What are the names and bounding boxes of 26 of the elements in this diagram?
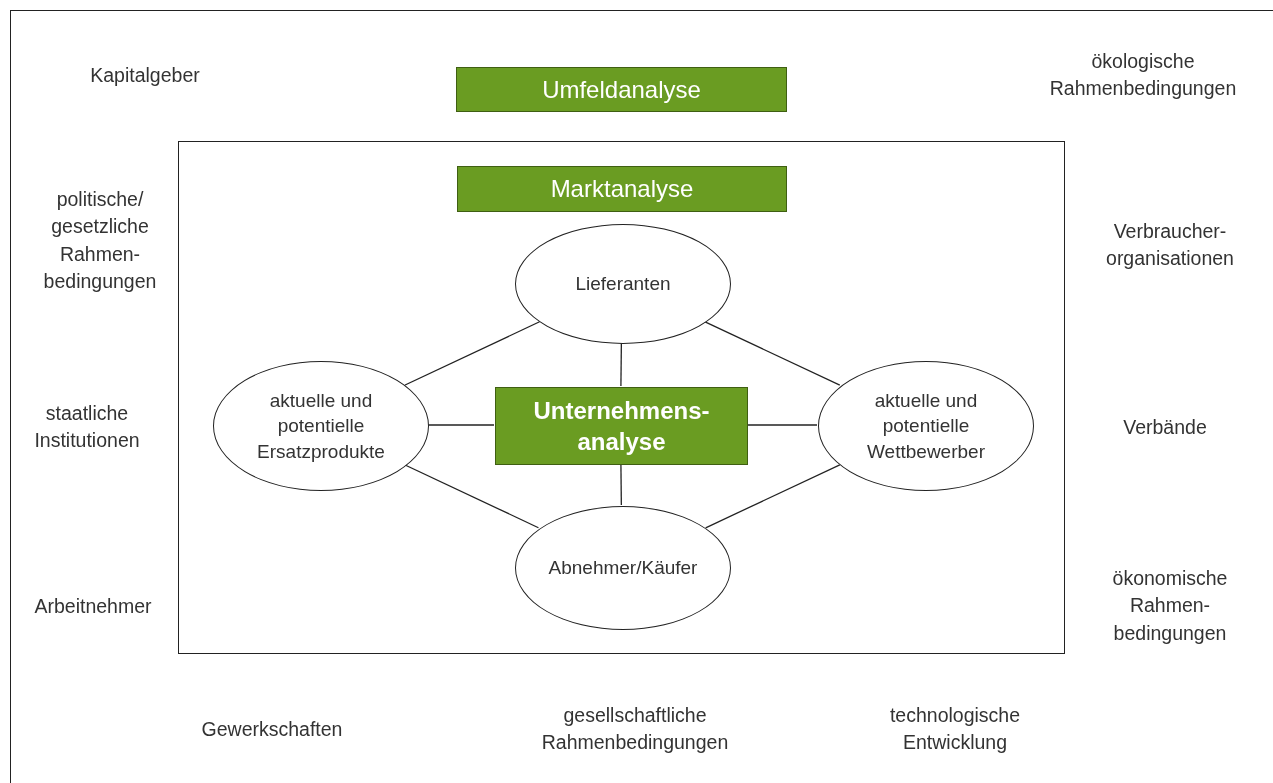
- entity-ellipse: aktuelle und potentielle Wettbewerber: [818, 361, 1034, 491]
- environment-factor: Kapitalgeber: [89, 63, 201, 88]
- connector-line: [705, 464, 841, 529]
- process-box: Unternehmens- analyse: [495, 387, 748, 465]
- entity-ellipse: Lieferanten: [515, 224, 731, 344]
- market-frame: [178, 141, 1065, 654]
- environment-factor: Gewerkschaften: [200, 717, 344, 742]
- entity-ellipse: aktuelle und potentielle Ersatzprodukte: [213, 361, 429, 491]
- process-box: Marktanalyse: [457, 166, 787, 212]
- connector-line: [404, 464, 540, 529]
- environment-factor: Verbände: [1122, 415, 1208, 440]
- environment-factor: ökologische Rahmenbedingungen: [1048, 49, 1238, 102]
- process-box: Umfeldanalyse: [456, 67, 787, 112]
- environment-factor: ökonomische Rahmen- bedingungen: [1111, 566, 1229, 646]
- environment-factor: Verbraucher- organisationen: [1105, 219, 1235, 272]
- environment-factor: Arbeitnehmer: [33, 594, 153, 619]
- environment-factor: technologische Entwicklung: [888, 703, 1022, 756]
- environment-factor: politische/ gesetzliche Rahmen- bedingungen: [42, 187, 158, 294]
- connector-line: [404, 321, 541, 386]
- connector-line: [620, 463, 622, 506]
- connector-line: [427, 424, 495, 426]
- connector-line: [746, 424, 818, 426]
- connector-line: [620, 342, 622, 387]
- entity-ellipse: Abnehmer/Käufer: [515, 506, 731, 630]
- environment-factor: staatliche Institutionen: [33, 401, 141, 454]
- environment-factor: gesellschaftliche Rahmenbedingungen: [540, 703, 730, 756]
